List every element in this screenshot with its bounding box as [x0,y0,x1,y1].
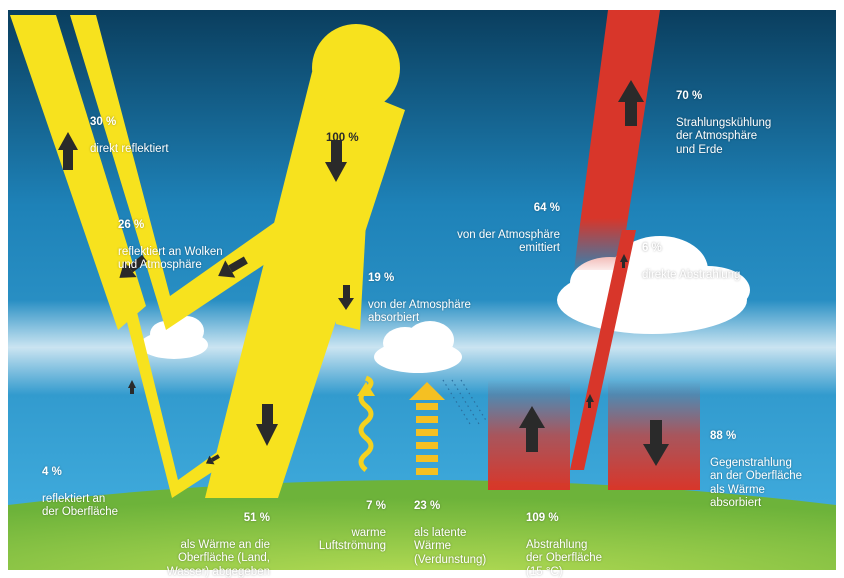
label-back-radiation-pct: 88 % [710,430,802,444]
label-surface-reflected-text: reflektiert an der Oberfläche [42,493,118,520]
label-direct-emission-text: direkte Abstrahlung [642,269,740,283]
label-incoming: 100 % [326,118,359,159]
label-back-radiation: 88 % Gegenstrahlung an der Oberfläche al… [710,416,802,524]
label-atmo-emitted-pct: 64 % [432,202,560,216]
label-surface-emission-text: Abstrahlung der Oberfläche (15 °C) [526,539,602,578]
label-surface-reflected-pct: 4 % [42,466,118,480]
label-surface-emission: 109 % Abstrahlung der Oberfläche (15 °C) [526,498,602,578]
label-surface-reflected: 4 % reflektiert an der Oberfläche [42,452,118,533]
label-atmo-emitted-text: von der Atmosphäre emittiert [432,229,560,256]
label-warm-air-pct: 7 % [302,500,386,514]
label-direct-emission-pct: 6 % [642,242,740,256]
label-atmo-absorbed-pct: 19 % [368,272,471,286]
label-back-radiation-text: Gegenstrahlung an der Oberfläche als Wär… [710,457,802,511]
label-clouds-reflected: 26 % reflektiert an Wolken und Atmosphär… [118,205,223,286]
label-direct-reflected-pct: 30 % [90,116,169,130]
label-direct-emission: 6 % direkte Abstrahlung [642,228,740,296]
label-surface-heat-text: als Wärme an die Oberfläche (Land, Wasse… [160,539,270,578]
label-surface-heat-pct: 51 % [160,512,270,526]
label-latent-heat: 23 % als latente Wärme (Verdunstung) [414,486,486,578]
label-direct-reflected: 30 % direkt reflektiert [90,102,169,170]
label-radiative-cooling-text: Strahlungskühlung der Atmosphäre und Erd… [676,117,771,158]
label-warm-air-text: warme Luftströmung [302,527,386,554]
label-atmo-emitted: 64 % von der Atmosphäre emittiert [432,188,560,269]
label-clouds-reflected-pct: 26 % [118,219,223,233]
label-surface-heat: 51 % als Wärme an die Oberfläche (Land, … [160,498,270,578]
label-warm-air: 7 % warme Luftströmung [302,486,386,567]
label-latent-heat-text: als latente Wärme (Verdunstung) [414,527,486,568]
label-radiative-cooling: 70 % Strahlungskühlung der Atmosphäre un… [676,76,771,171]
label-atmo-absorbed-text: von der Atmosphäre absorbiert [368,299,471,326]
label-incoming-pct: 100 % [326,132,359,146]
sun [312,24,400,112]
label-radiative-cooling-pct: 70 % [676,90,771,104]
label-atmo-absorbed: 19 % von der Atmosphäre absorbiert [368,258,471,339]
label-clouds-reflected-text: reflektiert an Wolken und Atmosphäre [118,246,223,273]
label-latent-heat-pct: 23 % [414,500,486,514]
label-direct-reflected-text: direkt reflektiert [90,143,169,157]
label-surface-emission-pct: 109 % [526,512,602,526]
